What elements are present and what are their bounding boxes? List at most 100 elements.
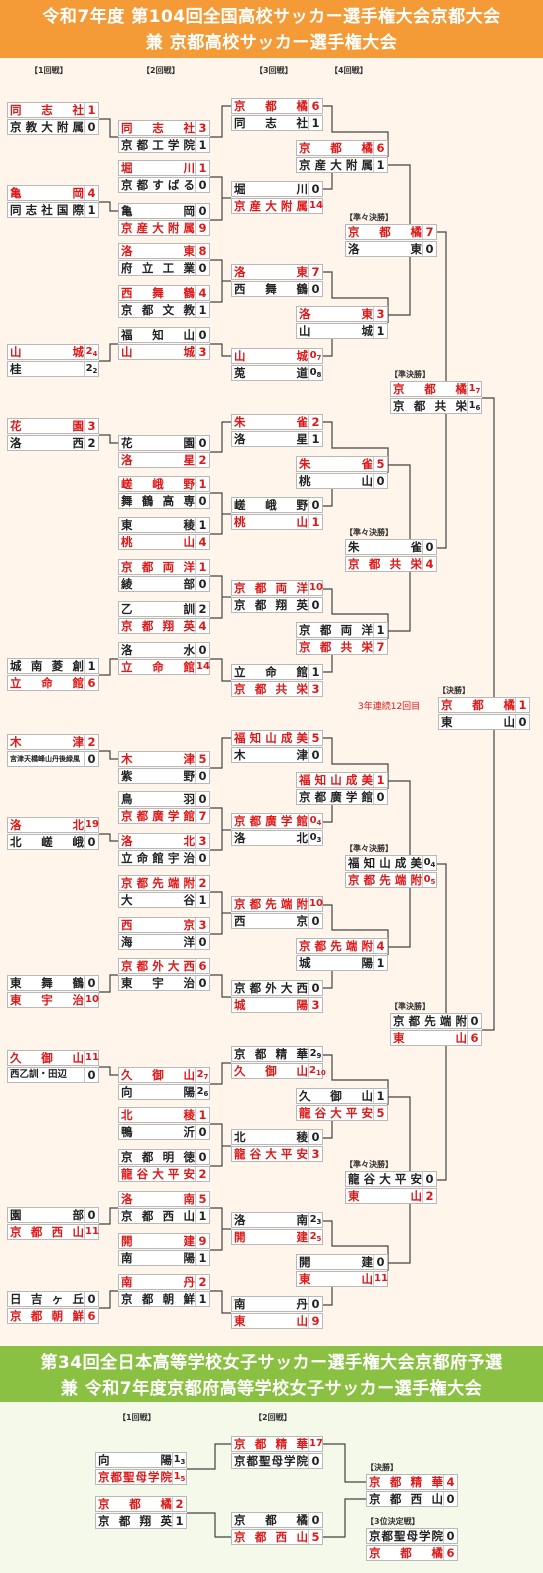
score-value: 1 (376, 623, 385, 637)
team-name: 京都両洋 (299, 623, 373, 637)
team-name: 京都すばる (121, 178, 195, 192)
team-score: 04 (422, 856, 436, 870)
score-value: 0 (376, 1255, 385, 1269)
qf-label-3: 【準々決勝】 (345, 844, 393, 853)
score-value: 3 (311, 682, 320, 696)
score-value: 0 (198, 328, 207, 342)
team-score: 7 (422, 225, 436, 239)
team-score: 8 (195, 244, 209, 258)
team-name: 洛星 (234, 432, 308, 446)
team-name: 洛東 (299, 307, 373, 321)
score-value: 0 (423, 857, 431, 868)
score-value: 2 (85, 346, 93, 357)
team-name: 久御山 (121, 1068, 195, 1082)
team-name: 京都西山 (10, 1225, 84, 1239)
score-value: 0 (425, 242, 434, 256)
team-score: 0 (373, 1255, 387, 1269)
team-score: 9 (195, 1234, 209, 1248)
pk-score: 5 (430, 878, 436, 886)
score-value: 4 (87, 186, 96, 200)
team-score: 26 (195, 1085, 209, 1099)
team-name: 東山 (441, 715, 515, 729)
score-value: 0 (470, 1014, 479, 1028)
team-name: 京都橘 (393, 382, 467, 396)
score-value: 14 (309, 200, 323, 211)
pk-score: 7 (203, 1073, 209, 1081)
team-score: 24 (84, 345, 98, 359)
score-value: 0 (198, 204, 207, 218)
team-name: 京都廣学館 (299, 790, 373, 804)
team-score: 0 (308, 748, 322, 762)
team-score: 0 (84, 120, 98, 134)
team-name: 桃山 (299, 474, 373, 488)
team-score: 1 (308, 515, 322, 529)
team-score: 0 (84, 1068, 98, 1082)
team-name: 嵯峨野 (234, 498, 308, 512)
team-score: 1 (373, 956, 387, 970)
team-name: 亀岡 (121, 204, 195, 218)
score-value: 0 (198, 976, 207, 990)
team-score: 0 (308, 1513, 322, 1527)
score-value: 2 (198, 876, 207, 890)
team-name: 宮津天橋峰山丹後緑風 (10, 755, 80, 763)
team-score: 15 (172, 1470, 186, 1484)
score-value: 5 (376, 1106, 385, 1120)
team-score: 1 (373, 773, 387, 787)
team-name: 京都翔英 (234, 598, 308, 612)
team-score: 1 (373, 623, 387, 637)
team-score: 4 (84, 186, 98, 200)
team-name: 久御山 (10, 1051, 84, 1065)
team-score: 0 (195, 436, 209, 450)
score-value: 1 (198, 138, 207, 152)
team-score: 6 (84, 676, 98, 690)
round-label-r4: 【4回戦】 (330, 66, 368, 75)
team-name: 洛東 (234, 265, 308, 279)
team-score: 1 (195, 303, 209, 317)
score-value: 0 (198, 577, 207, 591)
team-score: 1 (308, 116, 322, 130)
team-name: 城南菱創 (10, 659, 84, 673)
team-name: 同志社 (121, 121, 195, 135)
team-name: 山城 (234, 349, 308, 363)
pk-score: 8 (316, 371, 322, 379)
team-name: 京都聖母学院 (98, 1470, 172, 1484)
team-score: 6 (443, 1546, 457, 1560)
pk-score: 6 (203, 1090, 209, 1098)
team-name: 京産大附属 (299, 158, 373, 172)
team-name: 京都外大西 (121, 959, 195, 973)
team-score: 10 (84, 993, 99, 1007)
team-score: 5 (373, 1106, 387, 1120)
score-value: 2 (198, 453, 207, 467)
team-score: 0 (373, 474, 387, 488)
team-score: 0 (195, 1125, 209, 1139)
team-score: 5 (308, 1530, 322, 1544)
team-name: 龍谷大平安 (234, 1147, 308, 1161)
score-value: 1 (311, 432, 320, 446)
team-score: 1 (195, 518, 209, 532)
score-value: 1 (198, 1251, 207, 1265)
score-value: 11 (374, 1273, 388, 1284)
score-value: 0 (376, 790, 385, 804)
team-name: 京都翔英 (98, 1514, 172, 1528)
team-score: 0 (195, 851, 209, 865)
team-score: 0 (308, 498, 322, 512)
team-name: 京都廣学館 (121, 809, 195, 823)
team-score: 2 (195, 453, 209, 467)
team-score: 3 (308, 1147, 322, 1161)
